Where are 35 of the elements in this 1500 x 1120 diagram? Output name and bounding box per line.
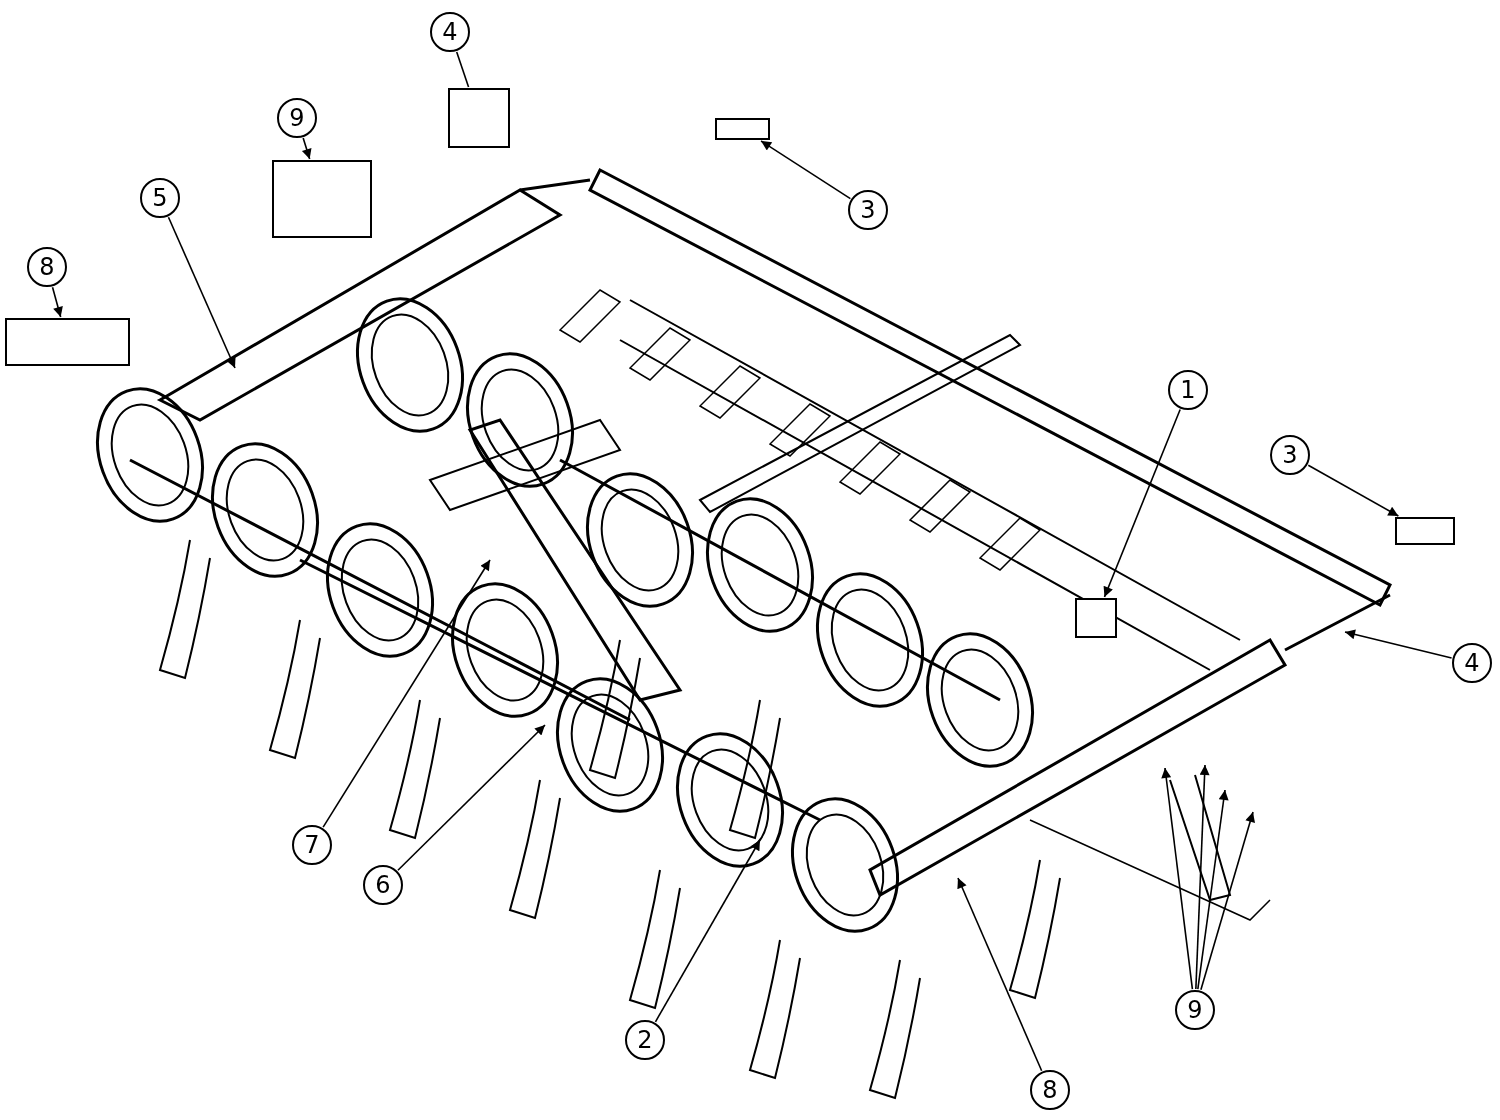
callout-number: 7 [292,825,332,865]
callout-number: 2 [625,1020,665,1060]
decal-label [272,160,372,238]
leader-line [760,140,852,200]
callout-number: 4 [1452,643,1492,683]
decal-label [1395,517,1455,545]
leader-line [51,286,63,318]
leader-line [957,877,1043,1072]
leader-line [1344,629,1453,659]
leader-line [1103,408,1181,598]
leader-line [167,216,236,369]
callout-number: 6 [363,865,403,905]
leader-line [654,839,761,1023]
leader-line [397,724,546,872]
decal-label [715,118,770,140]
leader-line [322,559,491,828]
callout-number: 3 [848,190,888,230]
decal-label [5,318,130,366]
leader-line [1197,789,1229,990]
callout-number: 8 [27,247,67,287]
callout-number: 1 [1168,370,1208,410]
callout-number: 9 [277,98,317,138]
callout-number: 9 [1175,990,1215,1030]
leader-line [1307,464,1400,517]
leader-line [1200,811,1255,991]
leader-line [1195,764,1210,990]
leader-line [301,137,312,160]
decal-label [448,88,510,148]
callout-number: 3 [1270,435,1310,475]
callout-number: 4 [430,12,470,52]
decal-label [1075,598,1117,638]
callout-number: 8 [1030,1070,1070,1110]
leader-line [1161,767,1194,990]
callout-number: 5 [140,178,180,218]
leader-line [455,51,470,88]
